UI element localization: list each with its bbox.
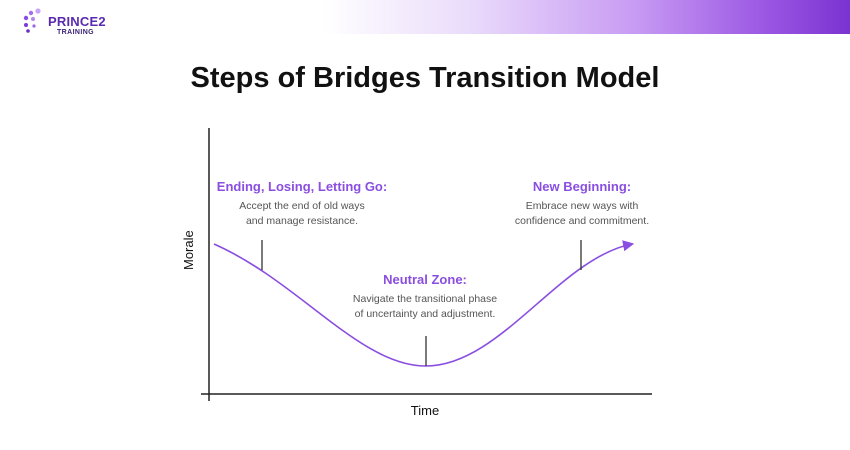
x-axis-label: Time — [410, 403, 440, 418]
ending-phase-description: Accept the end of old ways and manage re… — [239, 200, 365, 227]
y-axis-label: Morale — [181, 230, 196, 270]
prince2-training-logo[interactable]: PRINCE2 TRAINING — [22, 8, 112, 38]
logo-text: PRINCE2 — [48, 14, 106, 29]
neutral-phase-title: Neutral Zone: — [383, 272, 467, 287]
page-title: Steps of Bridges Transition Model — [190, 62, 660, 94]
ending-phase-title: Ending, Losing, Letting Go: — [216, 179, 388, 194]
header-gradient-band — [0, 0, 850, 34]
beginning-phase-title: New Beginning: — [532, 179, 632, 194]
beginning-phase-description: Embrace new ways with confidence and com… — [514, 200, 650, 227]
logo-subtext: TRAINING — [57, 29, 95, 36]
dots-logo-icon — [23, 8, 41, 33]
neutral-phase-description: Navigate the transitional phase of uncer… — [352, 293, 498, 320]
